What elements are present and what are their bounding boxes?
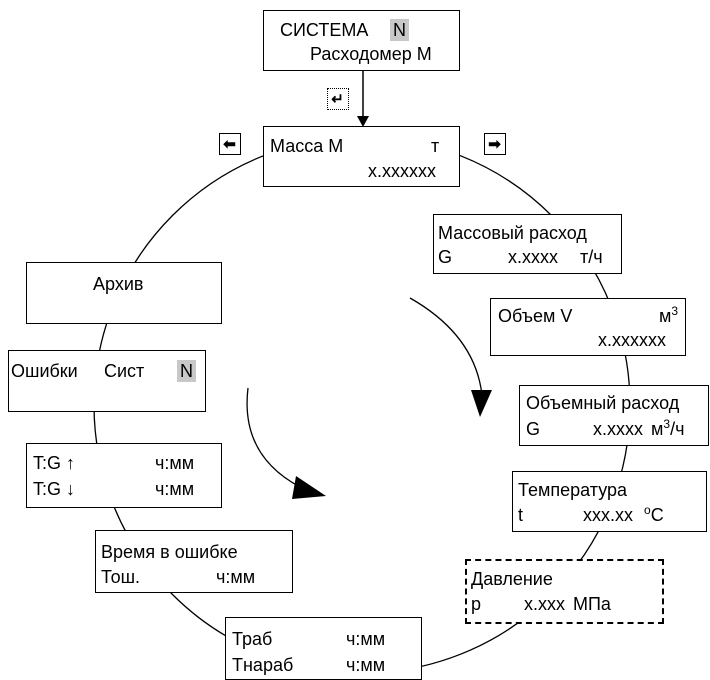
clockwise-arrow-right bbox=[409, 297, 483, 396]
volume-flow-symbol: G bbox=[526, 419, 541, 439]
volume-flow-label: Объемный расход bbox=[526, 393, 680, 413]
pressure-symbol: p bbox=[471, 594, 482, 614]
archive-box: Архив bbox=[26, 262, 222, 324]
pressure-value: x.xxx bbox=[524, 594, 566, 614]
mass-flow-box: Массовый расход G x.xxxx т/ч bbox=[433, 214, 622, 274]
work-time-label: Траб bbox=[232, 629, 273, 649]
mass-label: Масса М bbox=[270, 136, 344, 156]
tg-up-value: ч:мм bbox=[155, 453, 195, 473]
mass-flow-symbol: G bbox=[438, 247, 453, 267]
error-time-value: ч:мм bbox=[216, 567, 256, 587]
volume-flow-box: Объемный расход G x.xxxx м3/ч bbox=[519, 385, 709, 446]
temperature-box: Температура t xxx.xx оС bbox=[512, 471, 707, 532]
error-time-box: Время в ошибке Тош. ч:мм bbox=[95, 530, 293, 593]
right-arrow-key-icon: ➡ bbox=[484, 133, 506, 155]
mass-box: Масса М т x.xxxxxx bbox=[263, 126, 460, 187]
system-box: СИСТЕМА N Расходомер М bbox=[263, 10, 460, 71]
pressure-unit: МПа bbox=[573, 594, 611, 614]
system-badge: N bbox=[390, 19, 409, 41]
tg-down-value: ч:мм bbox=[155, 479, 195, 499]
pressure-label: Давление bbox=[471, 569, 553, 589]
system-title: СИСТЕМА bbox=[280, 20, 369, 40]
mass-unit: т bbox=[431, 136, 440, 156]
mass-flow-unit: т/ч bbox=[580, 247, 603, 267]
system-subtitle: Расходомер М bbox=[310, 44, 432, 64]
temperature-unit: оС bbox=[644, 503, 664, 525]
clockwise-arrow-left bbox=[246, 387, 301, 488]
pressure-box: Давление p x.xxx МПа bbox=[465, 559, 664, 624]
operating-time-value: ч:мм bbox=[346, 655, 386, 675]
volume-label: Объем V bbox=[498, 306, 573, 326]
work-time-box: Траб ч:мм Тнараб ч:мм bbox=[225, 617, 422, 680]
errors-badge: N bbox=[177, 360, 196, 382]
operating-time-label: Тнараб bbox=[232, 655, 294, 675]
errors-box: Ошибки Сист N bbox=[8, 350, 206, 412]
volume-flow-unit: м3/ч bbox=[651, 417, 685, 439]
temperature-label: Температура bbox=[518, 480, 628, 500]
mass-flow-value: x.xxxx bbox=[508, 247, 559, 267]
volume-flow-value: x.xxxx bbox=[593, 419, 644, 439]
error-time-symbol: Тош. bbox=[101, 567, 141, 587]
work-time-value: ч:мм bbox=[346, 629, 386, 649]
mass-value: x.xxxxxx bbox=[368, 161, 437, 181]
tg-box: T:G ↑ ч:мм T:G ↓ ч:мм bbox=[26, 443, 222, 508]
errors-label: Ошибки bbox=[11, 361, 78, 381]
tg-down-label: T:G ↓ bbox=[33, 479, 76, 499]
volume-box: Объем V м3 x.xxxxxx bbox=[490, 298, 686, 356]
temperature-symbol: t bbox=[518, 505, 524, 525]
temperature-value: xxx.xx bbox=[583, 505, 634, 525]
error-time-label: Время в ошибке bbox=[101, 542, 238, 562]
mass-flow-label: Массовый расход bbox=[438, 223, 587, 243]
enter-key-icon: ↵ bbox=[327, 88, 349, 110]
archive-label: Архив bbox=[93, 274, 144, 294]
volume-value: x.xxxxxx bbox=[598, 330, 667, 350]
volume-unit: м3 bbox=[659, 304, 679, 326]
errors-system-label: Сист bbox=[104, 361, 145, 381]
tg-up-label: T:G ↑ bbox=[33, 453, 76, 473]
left-arrow-key-icon: ⬅ bbox=[219, 133, 241, 155]
